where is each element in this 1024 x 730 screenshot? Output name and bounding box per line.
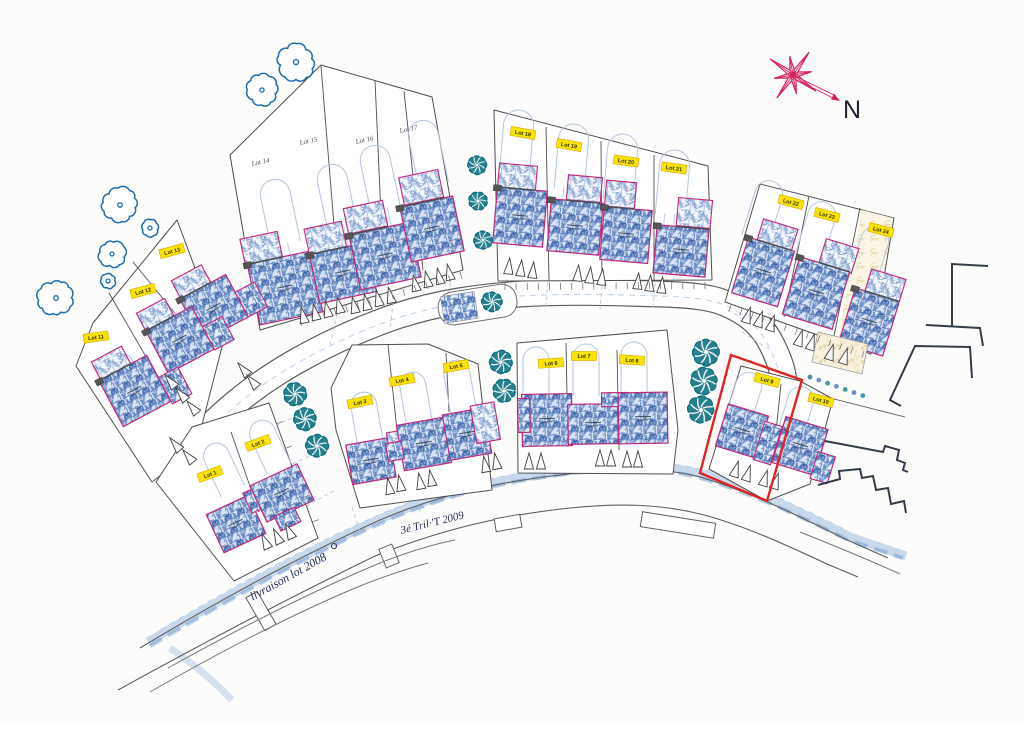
svg-text:Lot 8: Lot 8 <box>625 358 639 365</box>
svg-text:N: N <box>843 96 861 124</box>
svg-text:Lot 6: Lot 6 <box>544 361 558 368</box>
svg-text:Lot 7: Lot 7 <box>577 354 590 360</box>
